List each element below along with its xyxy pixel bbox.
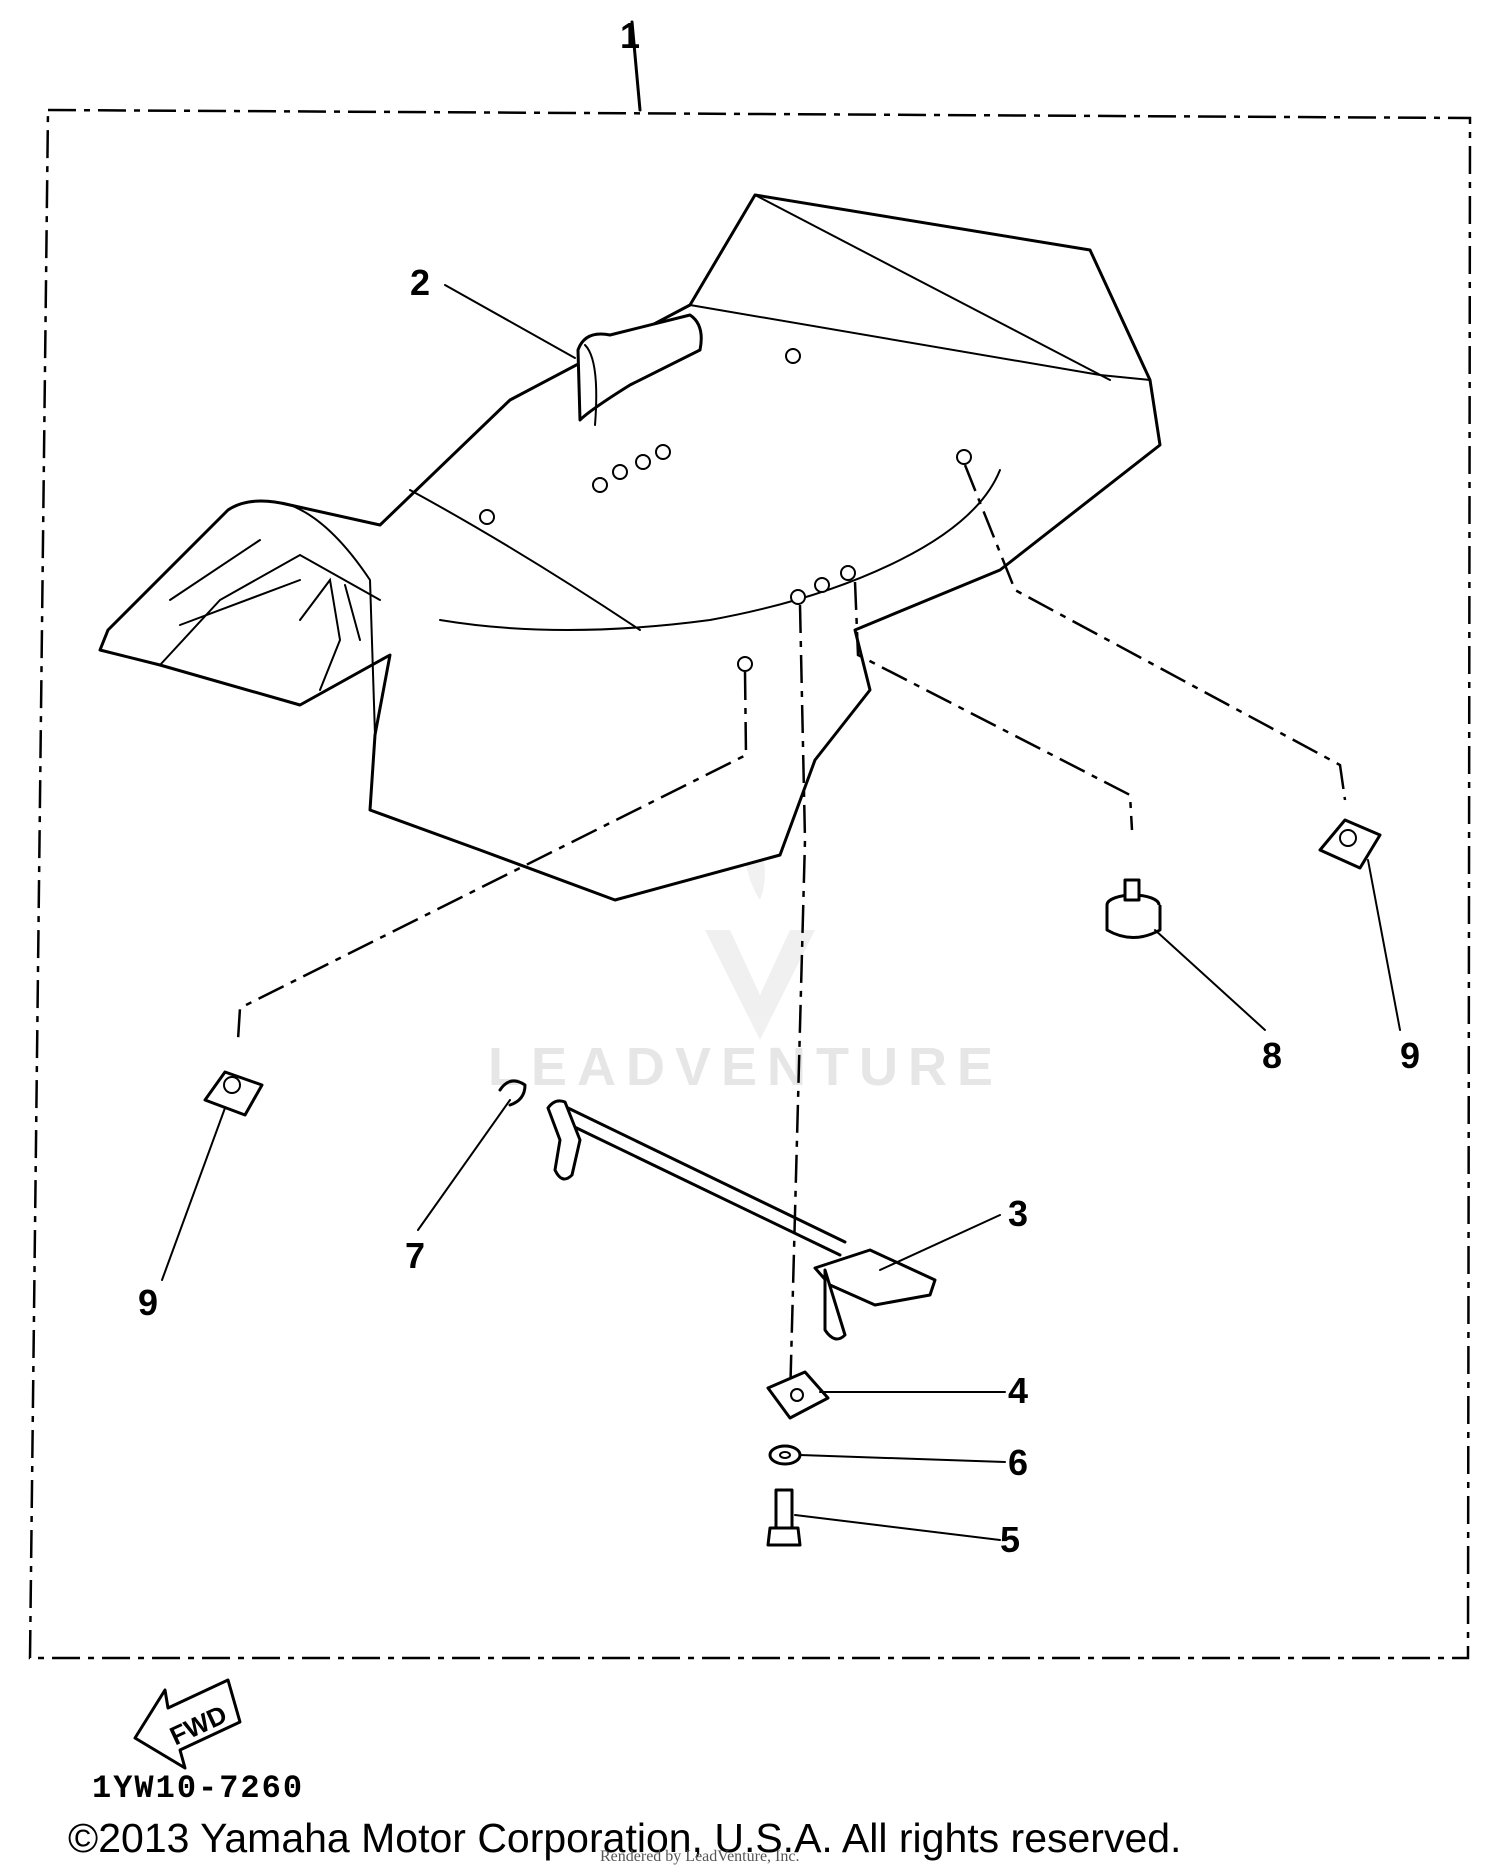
assembly-guides — [236, 464, 1347, 1401]
assembly-boundary — [28, 108, 1472, 1660]
callout-6: 6 — [1008, 1442, 1028, 1483]
reference-code: 1YW10-7260 — [92, 1770, 305, 1807]
renderer-note: Rendered by LeadVenture, Inc. — [600, 1848, 800, 1865]
clip-part — [498, 1079, 527, 1107]
washer-part — [768, 1444, 802, 1466]
plate-part — [766, 1370, 830, 1420]
callout-4: 4 — [1008, 1370, 1028, 1411]
damper-part — [1105, 878, 1162, 939]
callout-3: 3 — [1008, 1193, 1028, 1234]
callout-5: 5 — [1000, 1519, 1020, 1560]
callout-8: 8 — [1262, 1035, 1282, 1076]
callout-9-left: 9 — [138, 1282, 158, 1323]
hinge-rod — [546, 1099, 937, 1341]
callout-2: 2 — [410, 262, 430, 303]
callout-7: 7 — [405, 1235, 425, 1276]
seat-body — [98, 193, 1162, 902]
fwd-arrow-icon: FWD — [133, 1678, 242, 1770]
assembly-leader — [630, 20, 642, 112]
callout-1: 1 — [620, 15, 640, 56]
watermark-text: LEADVENTURE — [488, 1037, 1004, 1097]
copyright-notice: ©2013 Yamaha Motor Corporation, U.S.A. A… — [68, 1815, 1182, 1861]
bolt-part — [766, 1488, 802, 1547]
leader-lines — [161, 284, 1401, 1541]
nut-left-part — [203, 1070, 264, 1117]
nut-right-part — [1318, 818, 1382, 870]
callout-9-right: 9 — [1400, 1035, 1420, 1076]
